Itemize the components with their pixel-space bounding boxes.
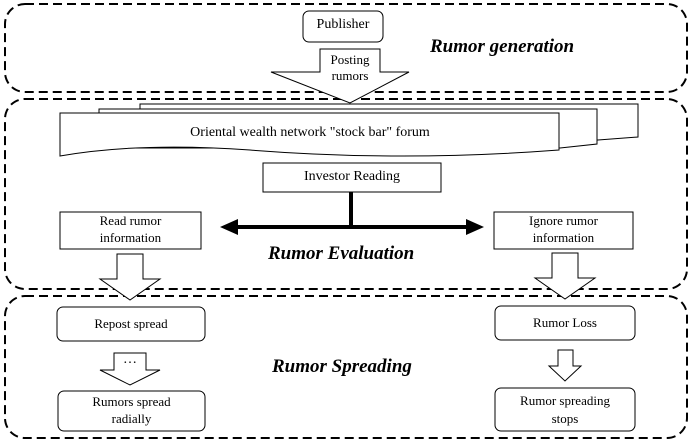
read-rumor-box (59, 211, 202, 250)
investor-reading-box (262, 162, 442, 193)
section-title-evaluation: Rumor Evaluation (268, 243, 415, 264)
branch-arrow-right-head (466, 219, 484, 235)
spread-radially-box (57, 390, 206, 432)
spread-radially-label-line1: Rumors spread (92, 394, 171, 409)
posting-label-line2: rumors (331, 68, 369, 83)
forum-page-front (59, 112, 560, 157)
read-rumor-label-line2: information (99, 230, 162, 245)
read-rumor-label-line1: Read rumor (99, 213, 162, 228)
forum-label: Oriental wealth network "stock bar" foru… (190, 125, 430, 140)
ignore-rumor-label-line1: Ignore rumor (529, 213, 598, 228)
spreading-stops-label-line2: stops (551, 411, 579, 426)
posting-label-line1: Posting (330, 52, 370, 67)
spreading-section-box (4, 295, 688, 439)
publisher-box (302, 10, 384, 43)
generation-section-box (4, 3, 688, 93)
section-title-generation: Rumor generation (430, 36, 575, 57)
ellipsis-label: … (123, 352, 137, 367)
publisher-label: Publisher (316, 17, 370, 32)
spreading-stops-label-line1: Rumor spreading (520, 393, 610, 408)
posting-arrow (270, 48, 410, 104)
ignore-rumor-label-line2: information (532, 230, 595, 245)
evaluation-section-box (4, 98, 688, 290)
section-title-spreading: Rumor Spreading (272, 356, 412, 377)
investor-reading-label: Investor Reading (303, 169, 401, 184)
spread-radially-label-line2: radially (111, 411, 152, 426)
ellipsis-down-arrow (99, 352, 161, 386)
repost-spread-box (56, 306, 206, 342)
loss-down-arrow (547, 349, 583, 382)
repost-spread-label: Repost spread (94, 316, 168, 331)
ignore-rumor-box (493, 211, 634, 250)
read-down-arrow (98, 253, 162, 301)
spreading-stops-box (494, 387, 636, 432)
ignore-down-arrow (533, 252, 597, 300)
rumor-loss-box (494, 305, 636, 341)
branch-arrow-left-head (220, 219, 238, 235)
rumor-loss-label: Rumor Loss (533, 315, 597, 330)
